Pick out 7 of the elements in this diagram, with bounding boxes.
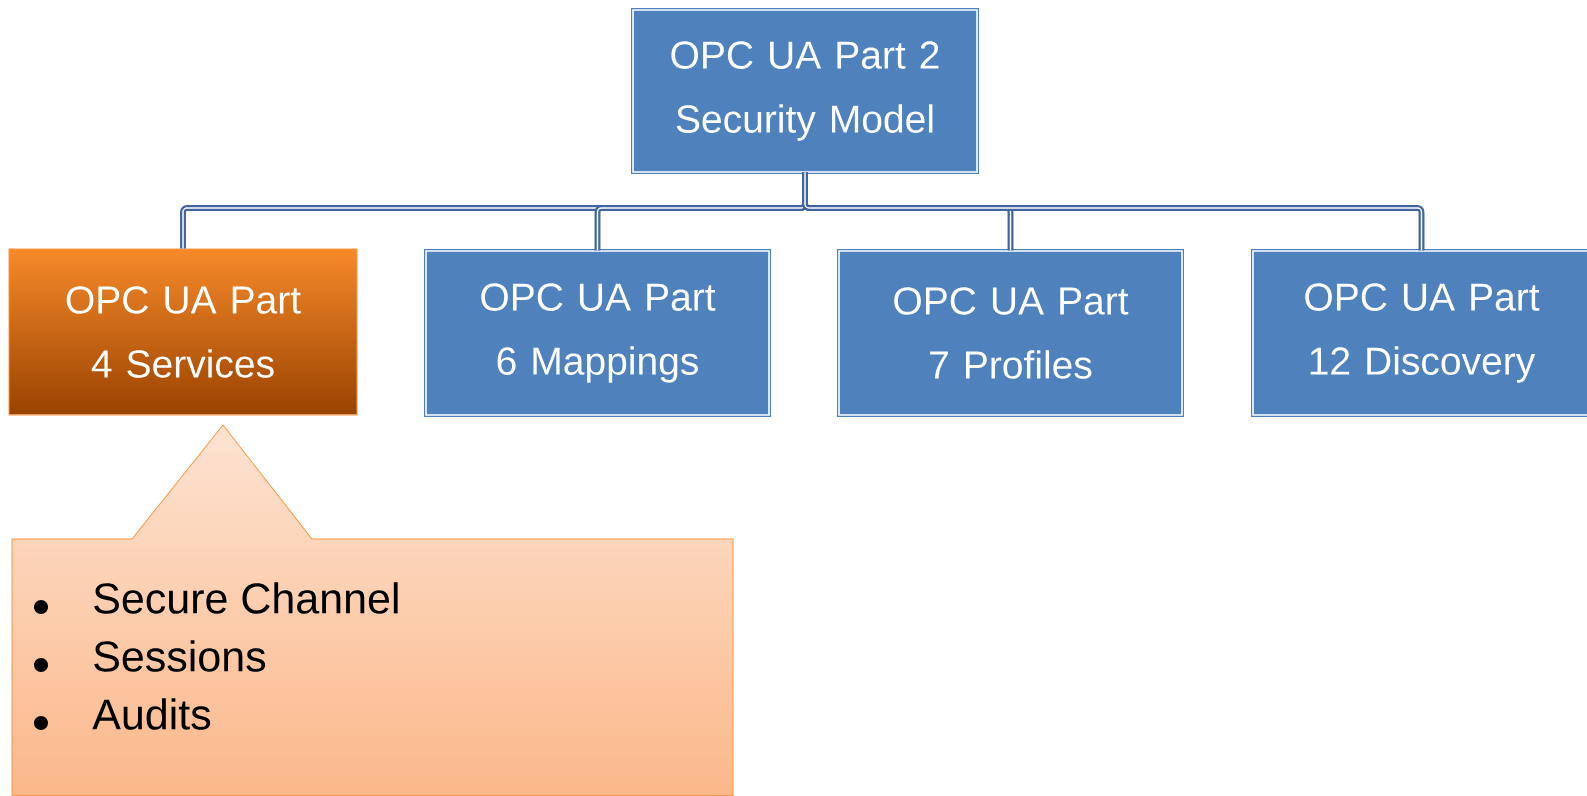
callout-box: Secure Channel Sessions Audits bbox=[11, 424, 734, 796]
connector bbox=[802, 171, 1425, 252]
box: OPC UA Part 6 Mappings bbox=[424, 249, 771, 417]
box: OPC UA Part 12 Discovery bbox=[1251, 249, 1587, 417]
box: OPC UA Part 7 Profiles bbox=[837, 249, 1184, 417]
highlighted-box: OPC UA Part 4 Services bbox=[8, 248, 358, 416]
box: OPC UA Part 2 Security Model bbox=[631, 8, 979, 174]
